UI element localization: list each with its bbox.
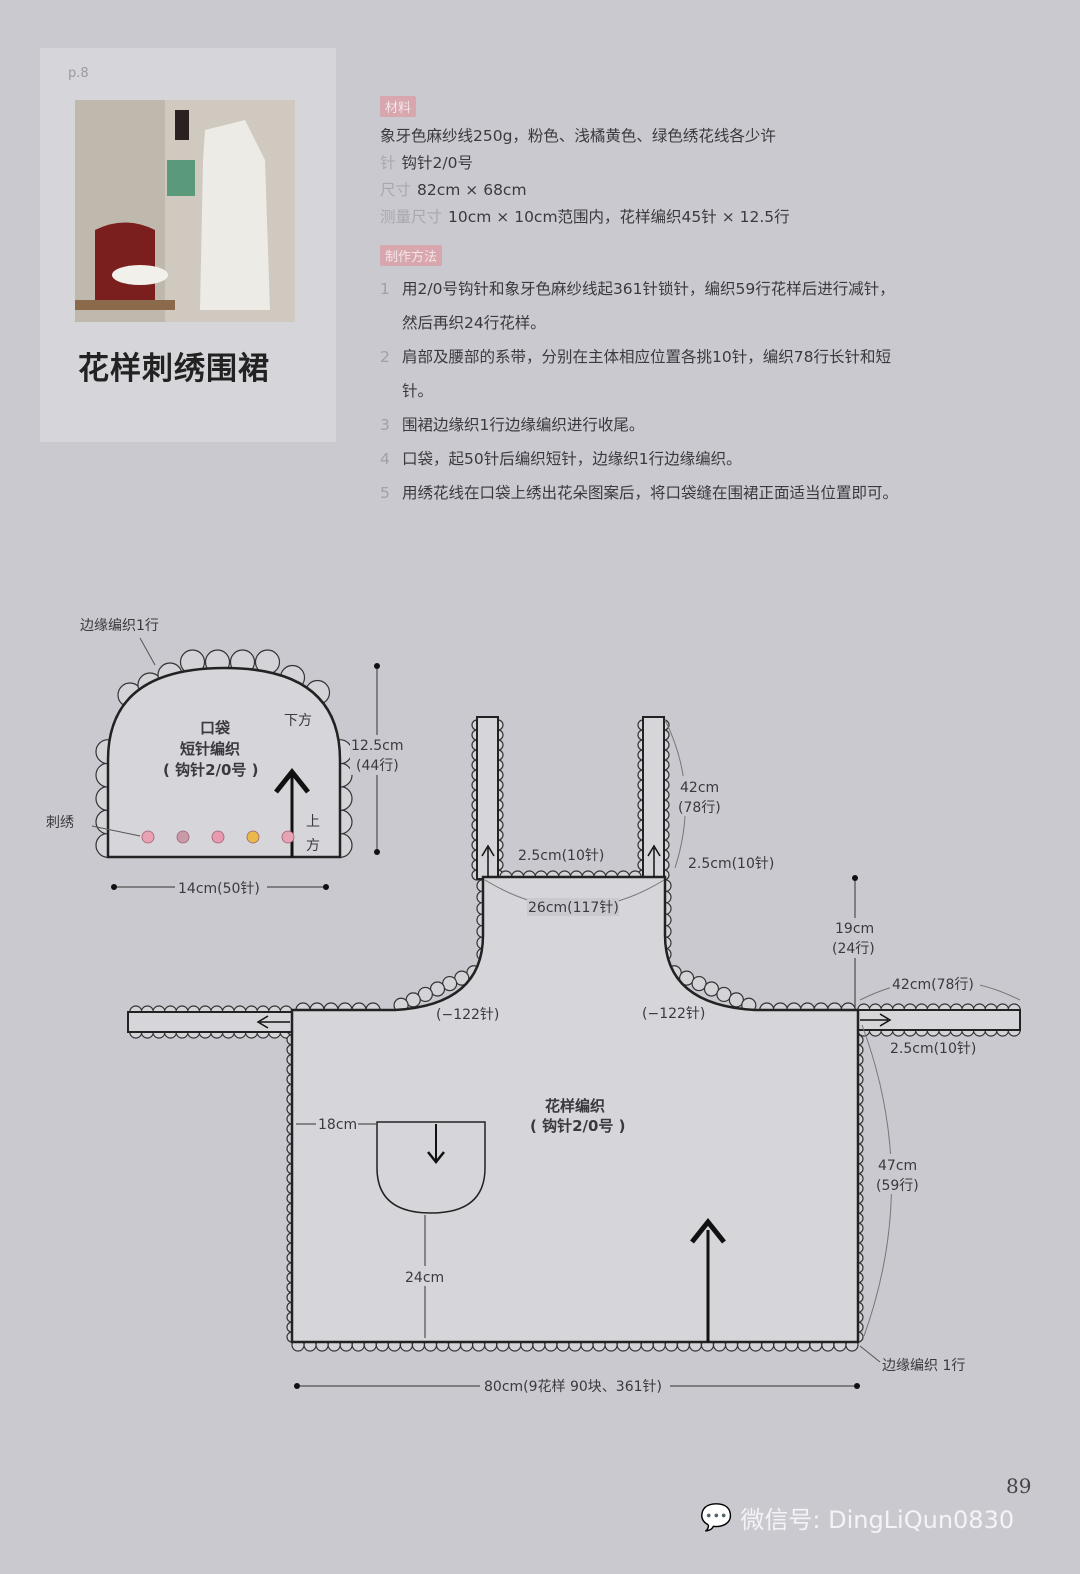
leader-line [139, 637, 156, 666]
step-text: 肩部及腰部的系带，分别在主体相应位置各挑10针，编织78行长针和短针。 [402, 348, 891, 400]
dimension-dot [374, 849, 380, 855]
pocket-width: 14cm(50针) [178, 881, 260, 897]
pocket-top-label-1: 上 [306, 814, 320, 830]
page-number: 89 [1006, 1474, 1032, 1498]
body-name: 花样编织 [545, 1097, 605, 1115]
pocket-bottom-label: 下方 [284, 713, 312, 729]
embroidery-flower [176, 830, 190, 844]
pocket-height-from-bottom: 24cm [405, 1270, 444, 1286]
gauge-label: 测量尺寸 [380, 208, 443, 226]
watermark-text: 微信号: DingLiQun0830 [740, 1506, 1015, 1534]
scallop [716, 986, 732, 1003]
materials-header: 材料 [380, 96, 417, 117]
watermark: 💬 微信号: DingLiQun0830 [700, 1500, 1014, 1535]
down-arrow [427, 1151, 445, 1165]
step-text: 用绣花线在口袋上绣出花朵图案后，将口袋缝在围裙正面适当位置即可。 [402, 484, 899, 502]
embroidery-flower [141, 830, 155, 844]
step-item: 4 口袋，起50针后编织短针，边缘织1行边缘编织。 [380, 442, 900, 476]
step-text: 围裙边缘织1行边缘编织进行收尾。 [402, 416, 645, 434]
apron-pocket [376, 1121, 486, 1214]
gauge-value: 10cm × 10cm范围内，花样编织45针 × 12.5行 [448, 208, 790, 226]
bib-height: 19cm [835, 921, 874, 937]
bib-rows: (24行) [832, 941, 875, 957]
strap-rows: (78行) [678, 800, 721, 816]
bib-width: 26cm(117针) [528, 900, 619, 916]
pocket-height-rows: (44行) [356, 758, 399, 774]
pocket-shape [106, 666, 342, 859]
step-item: 3 围裙边缘织1行边缘编织进行收尾。 [380, 408, 900, 442]
decrease-right: (−122针) [642, 1006, 705, 1022]
scallop [703, 981, 720, 997]
strap-width-right: 2.5cm(10针) [688, 856, 774, 872]
body-height: 47cm [878, 1158, 917, 1174]
tie-arrow [879, 1013, 892, 1027]
pocket-offset: 18cm [318, 1117, 357, 1133]
pocket-stitch: 短针编织 [180, 740, 240, 758]
photo-illustration [75, 100, 295, 322]
size-value: 82cm × 68cm [417, 181, 527, 199]
decrease-left: (−122针) [436, 1007, 499, 1023]
body-edge-label: 边缘编织 1行 [882, 1358, 965, 1374]
embroidery-label: 刺绣 [46, 815, 74, 831]
apron-body [290, 875, 860, 1344]
pocket-edge-label: 边缘编织1行 [80, 618, 159, 634]
step-number: 5 [380, 484, 390, 502]
pocket-hook: ( 钩针2/0号 ) [163, 761, 259, 779]
body-width: 80cm(9花样 90块、361针) [484, 1379, 662, 1395]
embroidery-flowers [141, 830, 295, 844]
needle-label: 针 [380, 154, 396, 172]
needle-value: 钩针2/0号 [401, 154, 473, 172]
pattern-diagram: 边缘编织1行 口袋 短针编织 ( 钩针2/0号 ) 下方 上 方 刺绣 12.5… [46, 618, 1021, 1395]
step-item: 5 用绣花线在口袋上绣出花朵图案后，将口袋缝在围裙正面适当位置即可。 [380, 476, 900, 510]
embroidery-flower [211, 830, 225, 844]
strap-length: 42cm [680, 780, 719, 796]
body-rows: (59行) [876, 1178, 919, 1194]
strap-arrow [481, 844, 495, 857]
arrow-head [274, 767, 310, 794]
step-text: 用2/0号钩针和象牙色麻纱线起361针锁针，编织59行花样后进行减针，然后再织2… [402, 280, 895, 332]
page-reference: p.8 [68, 66, 89, 81]
step-number: 3 [380, 416, 390, 434]
size-label: 尺寸 [380, 181, 412, 199]
strap-arrow [647, 844, 661, 857]
strap-width-left: 2.5cm(10针) [518, 848, 604, 864]
embroidery-flower [281, 830, 295, 844]
method-header: 制作方法 [380, 245, 443, 266]
step-text: 口袋，起50针后编织短针，边缘织1行边缘编织。 [402, 450, 742, 468]
up-arrow [690, 1217, 726, 1244]
pocket-name: 口袋 [200, 719, 231, 737]
tie-length: 42cm(78行) [892, 977, 974, 993]
scallop [679, 970, 695, 986]
pocket-height: 12.5cm [351, 738, 404, 754]
instructions: 材料 象牙色麻纱线250g，粉色、浅橘黄色、绿色绣花线各少许 针钩针2/0号 尺… [380, 96, 900, 510]
tie-width: 2.5cm(10针) [890, 1041, 976, 1057]
dimension-dot [374, 663, 380, 669]
apron-photo [75, 100, 295, 322]
pocket-top-label-2: 方 [306, 838, 320, 854]
tie-arrow [256, 1015, 269, 1029]
body-hook: ( 钩针2/0号 ) [530, 1117, 626, 1135]
page-title: 花样刺绣围裙 [78, 351, 270, 387]
step-number: 2 [380, 348, 390, 366]
step-number: 4 [380, 450, 390, 468]
leader-line [91, 825, 141, 837]
materials-yarn: 象牙色麻纱线250g，粉色、浅橘黄色、绿色绣花线各少许 [380, 127, 776, 145]
step-number: 1 [380, 280, 390, 298]
step-item: 2 肩部及腰部的系带，分别在主体相应位置各挑10针，编织78行长针和短针。 [380, 340, 900, 408]
scallop [691, 975, 707, 992]
step-item: 1 用2/0号钩针和象牙色麻纱线起361针锁针，编织59行花样后进行减针，然后再织… [380, 272, 900, 340]
embroidery-flower [246, 830, 260, 844]
wechat-icon: 💬 [700, 1502, 733, 1533]
